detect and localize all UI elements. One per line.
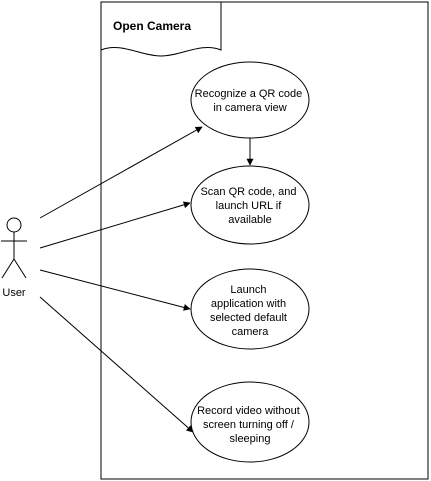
association-arrow-record-video: [39, 296, 194, 433]
use-case-scan-qr: [190, 165, 310, 245]
actor-left-leg: [1, 258, 15, 279]
actor-right-leg: [13, 258, 27, 279]
actor-head: [6, 217, 22, 233]
use-case-launch-app: [190, 268, 310, 350]
use-case-recognize-qr: [190, 61, 310, 139]
use-case-record-video-label: Record video without screen turning off …: [197, 405, 303, 445]
association-arrow-launch-app: [39, 269, 191, 311]
use-case-record-video: [190, 381, 310, 463]
association-arrow-recognize-qr: [39, 126, 203, 219]
use-case-scan-qr-label: Scan QR code, and launch URL if availabl…: [200, 186, 299, 226]
use-case-launch-app-label: Launch application with selected default…: [210, 284, 290, 338]
system-boundary: [100, 1, 429, 480]
association-arrow-scan-qr: [39, 201, 191, 249]
system-title-tab: [100, 1, 222, 57]
system-title: Open Camera: [113, 19, 191, 33]
user-actor: [1, 217, 27, 279]
actor-label: User: [2, 287, 26, 299]
use-case-recognize-qr-label: Recognize a QR code in camera view: [195, 88, 306, 114]
